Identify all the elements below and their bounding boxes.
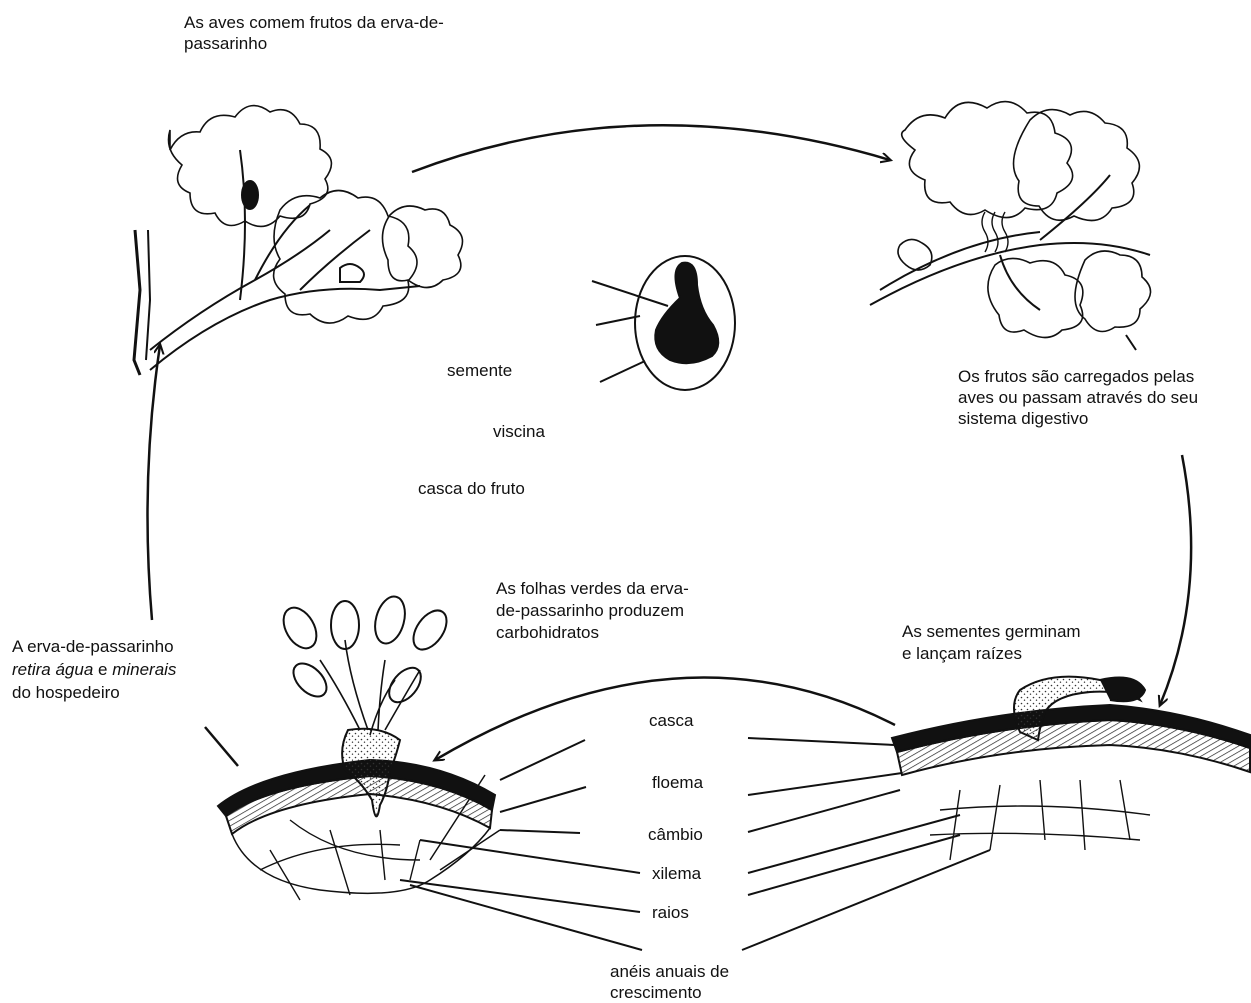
italic-minerals: minerais — [112, 660, 176, 679]
label-seed: semente — [447, 360, 512, 381]
label-fruits-carried-line3: sistema digestivo — [958, 408, 1088, 429]
label-bark: casca — [649, 710, 693, 731]
label-leaves-produce-line1: As folhas verdes da erva- — [496, 578, 689, 599]
label-leaves-produce-line2: de-passarinho produzem — [496, 600, 684, 621]
label-mistletoe-takes-line3: do hospedeiro — [12, 682, 120, 703]
italic-water: retira água — [12, 660, 93, 679]
branch-drawing — [870, 102, 1151, 350]
label-cambium: câmbio — [648, 824, 703, 845]
label-rays: raios — [652, 902, 689, 923]
label-mistletoe-takes-line1: A erva-de-passarinho — [12, 636, 174, 657]
tree-with-birds-drawing — [134, 106, 463, 375]
label-rings-line2: crescimento — [610, 982, 702, 1003]
cycle-arrows — [148, 125, 1192, 766]
fruit-cross-section — [592, 256, 735, 390]
plain-and: e — [93, 660, 112, 679]
arrow-left — [148, 345, 161, 620]
leader-viscin — [596, 316, 640, 325]
label-seeds-germinate-line1: As sementes germinam — [902, 621, 1081, 642]
label-seeds-germinate-line2: e lançam raízes — [902, 643, 1022, 664]
arrow-top — [412, 125, 890, 172]
label-fruits-carried-line2: aves ou passam através do seu — [958, 387, 1198, 408]
host-section-right — [892, 677, 1250, 860]
label-birds-eat-line1: As aves comem frutos da erva-de- — [184, 12, 444, 33]
label-xylem: xilema — [652, 863, 701, 884]
leader-skin — [600, 361, 645, 382]
label-leaves-produce-line3: carbohidratos — [496, 622, 599, 643]
label-viscin: viscina — [493, 421, 545, 442]
label-phloem: floema — [652, 772, 703, 793]
label-rings-line1: anéis anuais de — [610, 961, 729, 982]
label-fruits-carried-line1: Os frutos são carregados pelas — [958, 366, 1194, 387]
label-mistletoe-takes-line2: retira água e minerais — [12, 659, 176, 680]
label-fruit-skin: casca do fruto — [418, 478, 525, 499]
arrow-right — [1160, 455, 1191, 705]
label-birds-eat-line2: passarinho — [184, 33, 267, 54]
